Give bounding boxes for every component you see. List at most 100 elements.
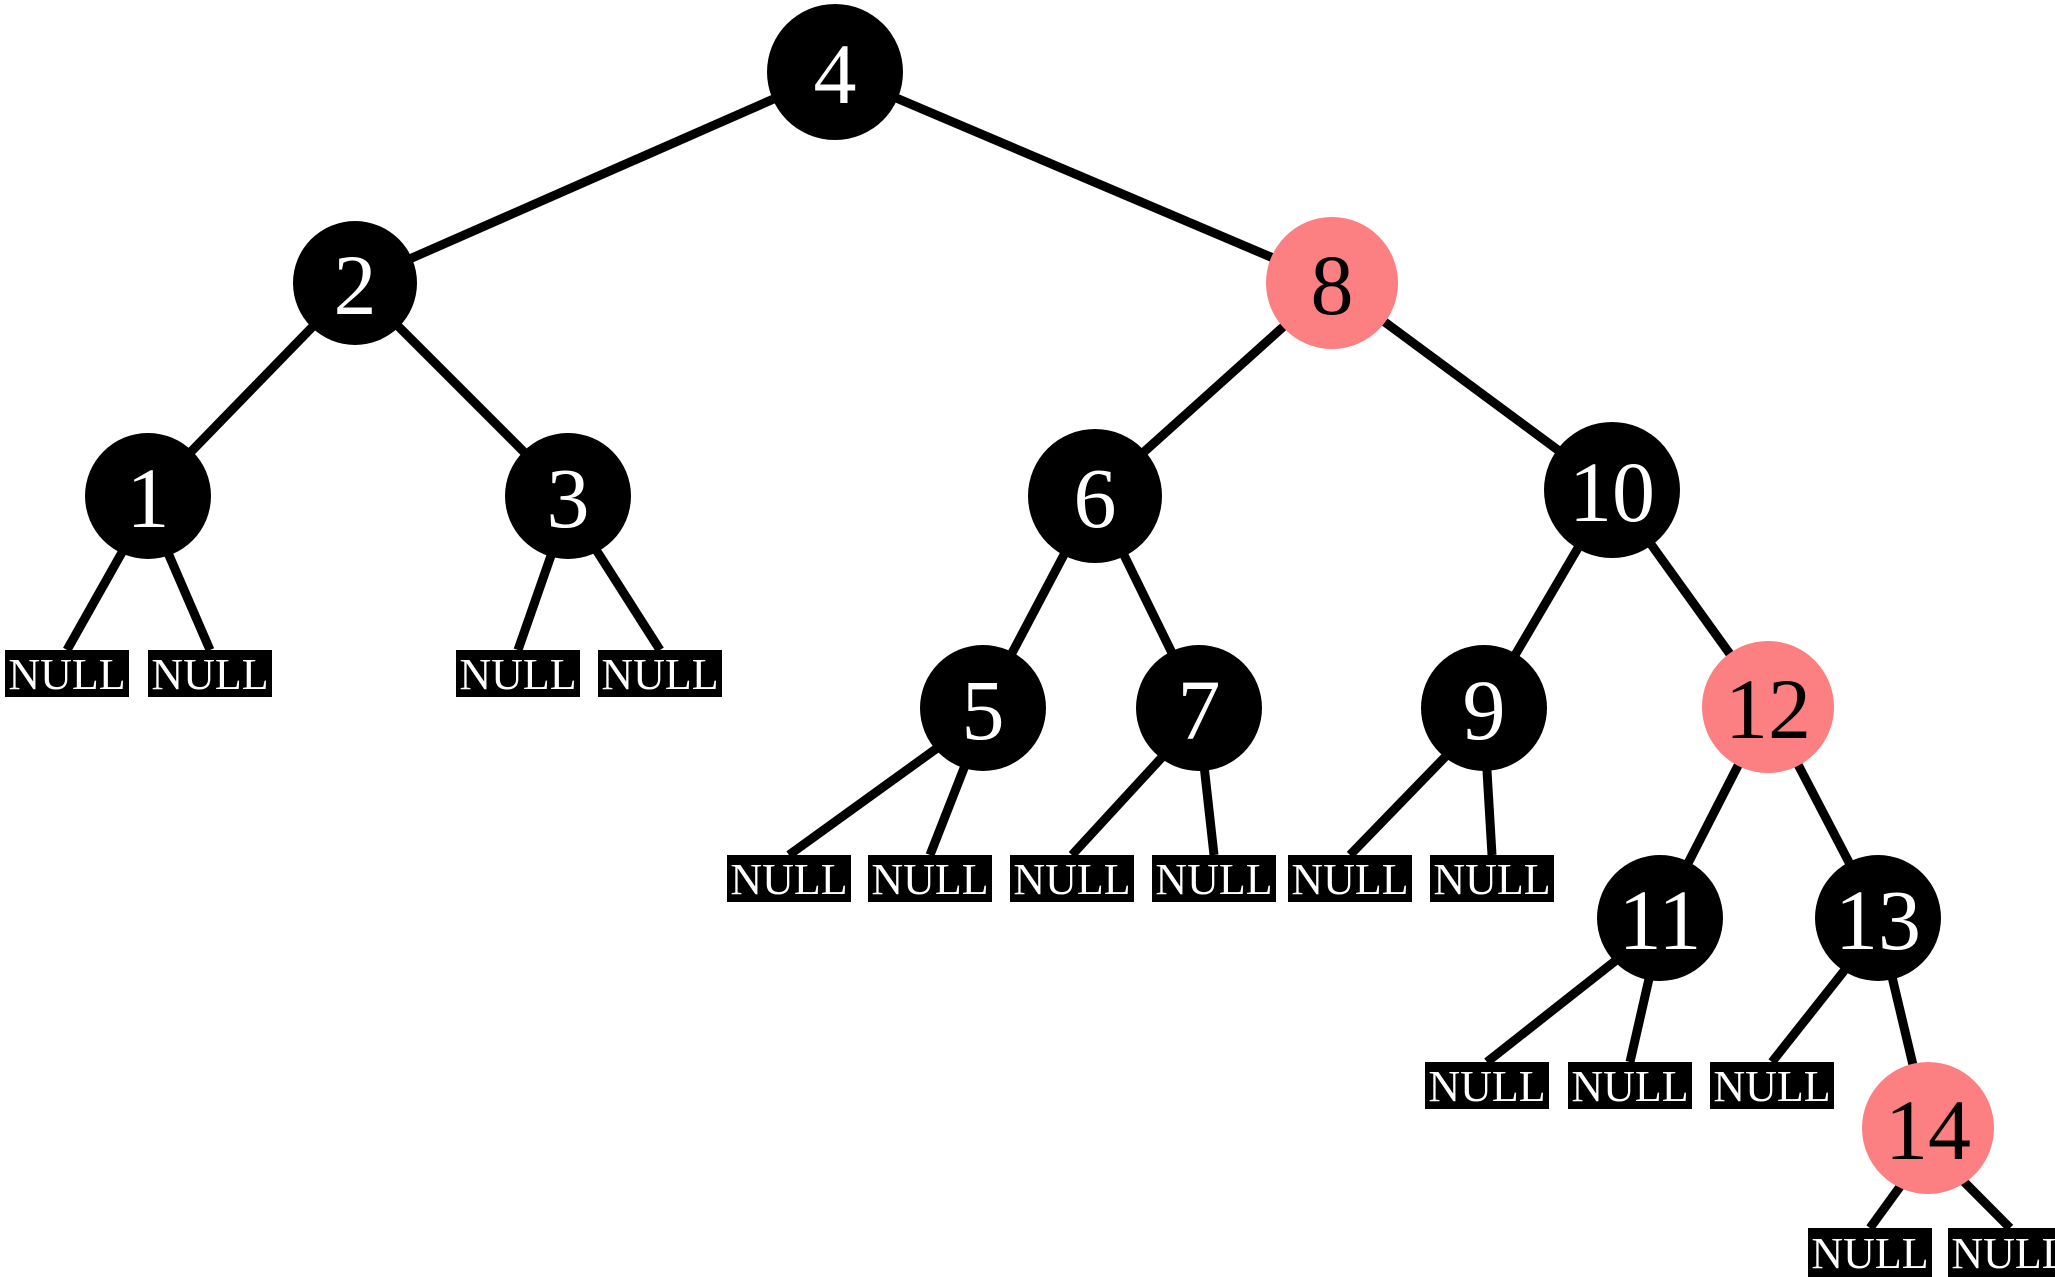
null-leaf-label: NULL [151, 650, 268, 699]
null-leaf-node[interactable]: NULL [868, 855, 992, 904]
tree-node-11[interactable]: 11 [1597, 855, 1723, 981]
null-leaf-label: NULL [1811, 1229, 1928, 1277]
null-leaf-node[interactable]: NULL [1288, 855, 1412, 904]
null-leaf-label: NULL [459, 650, 576, 699]
null-leaf-label: NULL [730, 855, 847, 904]
tree-edge [1068, 752, 1168, 859]
node-circle-black [505, 433, 631, 559]
node-label: 5 [962, 662, 1005, 758]
tree-edge [1682, 760, 1744, 868]
node-circle-red [1702, 641, 1834, 773]
tree-edge [892, 92, 1277, 263]
tree-node-7[interactable]: 7 [1136, 645, 1262, 771]
tree-node-4[interactable]: 4 [767, 4, 903, 140]
node-circle-black [1815, 855, 1941, 981]
tree-node-8[interactable]: 8 [1266, 217, 1398, 349]
node-circle-black [1028, 429, 1162, 563]
node-circle-black [1421, 645, 1547, 771]
tree-edge [1958, 1176, 2014, 1232]
null-leaf-box [148, 650, 272, 697]
tree-node-3[interactable]: 3 [505, 433, 631, 559]
null-leaf-label: NULL [1433, 855, 1550, 904]
node-label: 8 [1311, 237, 1354, 333]
null-leaf-box [868, 855, 992, 902]
node-circle-red [1266, 217, 1398, 349]
tree-edge [786, 743, 942, 859]
tree-edge [1484, 955, 1621, 1066]
null-leaf-label: NULL [1291, 855, 1408, 904]
tree-edge [591, 545, 664, 653]
null-leaf-box [456, 650, 580, 697]
tree-edge [925, 762, 970, 857]
tree-node-13[interactable]: 13 [1815, 855, 1941, 981]
node-label: 14 [1885, 1082, 1971, 1178]
node-label: 9 [1463, 662, 1506, 758]
null-leaf-box [1948, 1228, 2055, 1277]
tree-edge [1625, 975, 1654, 1064]
null-leaf-node[interactable]: NULL [598, 650, 722, 699]
tree-node-5[interactable]: 5 [920, 645, 1046, 771]
null-leaf-box [1430, 855, 1554, 902]
tree-edge [1118, 550, 1178, 658]
null-leaf-box [1710, 1062, 1834, 1109]
tree-node-1[interactable]: 1 [85, 433, 211, 559]
null-leaf-label: NULL [601, 650, 718, 699]
tree-edge [185, 321, 318, 457]
null-leaf-box [598, 650, 722, 697]
tree-edge [1509, 542, 1584, 660]
null-leaf-node[interactable]: NULL [1430, 855, 1554, 904]
null-leaf-label: NULL [1713, 1062, 1830, 1111]
null-leaf-label: NULL [871, 855, 988, 904]
null-leaf-node[interactable]: NULL [5, 650, 129, 699]
null-leaf-box [1288, 855, 1412, 902]
tree-node-14[interactable]: 14 [1862, 1062, 1994, 1194]
tree-node-12[interactable]: 12 [1702, 641, 1834, 773]
edges-layer [63, 92, 2014, 1232]
node-label: 11 [1619, 872, 1702, 968]
tree-edge [392, 320, 530, 458]
null-leaf-box [5, 650, 129, 697]
tree-edge [1768, 965, 1850, 1065]
null-leaf-node[interactable]: NULL [148, 650, 272, 699]
null-leaf-box [1010, 855, 1134, 902]
node-circle-black [1136, 645, 1262, 771]
tree-edge [1138, 321, 1289, 458]
null-leaf-node[interactable]: NULL [1808, 1228, 1932, 1277]
tree-node-10[interactable]: 10 [1544, 422, 1680, 558]
node-circle-black [293, 221, 417, 345]
null-leaf-node[interactable]: NULL [1948, 1228, 2055, 1277]
null-leaf-node[interactable]: NULL [1425, 1062, 1549, 1111]
null-leaf-node[interactable]: NULL [1010, 855, 1134, 904]
tree-edge [1482, 766, 1497, 856]
tree-edge [1006, 549, 1070, 658]
node-label: 3 [547, 450, 590, 546]
null-leaf-node[interactable]: NULL [1152, 855, 1276, 904]
null-leaf-node[interactable]: NULL [727, 855, 851, 904]
null-leaf-node[interactable]: NULL [1568, 1062, 1692, 1111]
null-leaf-box [1808, 1228, 1932, 1277]
tree-node-2[interactable]: 2 [293, 221, 417, 345]
tree-edge [1887, 974, 1919, 1069]
null-leaf-node[interactable]: NULL [1710, 1062, 1834, 1111]
null-leaf-label: NULL [8, 650, 125, 699]
tree-edge [1645, 539, 1736, 660]
tree-node-9[interactable]: 9 [1421, 645, 1547, 771]
node-label: 6 [1074, 450, 1117, 546]
null-leaf-node[interactable]: NULL [456, 650, 580, 699]
tree-edge [513, 551, 557, 652]
tree-edge [406, 93, 779, 264]
tree-edge [1346, 751, 1451, 859]
node-label: 10 [1569, 444, 1655, 540]
null-leaf-box [727, 855, 851, 902]
tree-edge [63, 547, 128, 653]
node-label: 1 [127, 450, 170, 546]
null-leaf-label: NULL [1013, 855, 1130, 904]
node-label: 7 [1178, 662, 1221, 758]
node-circle-black [767, 4, 903, 140]
tree-edge [1792, 759, 1855, 868]
tree-node-6[interactable]: 6 [1028, 429, 1162, 563]
null-leaf-label: NULL [1951, 1229, 2055, 1277]
